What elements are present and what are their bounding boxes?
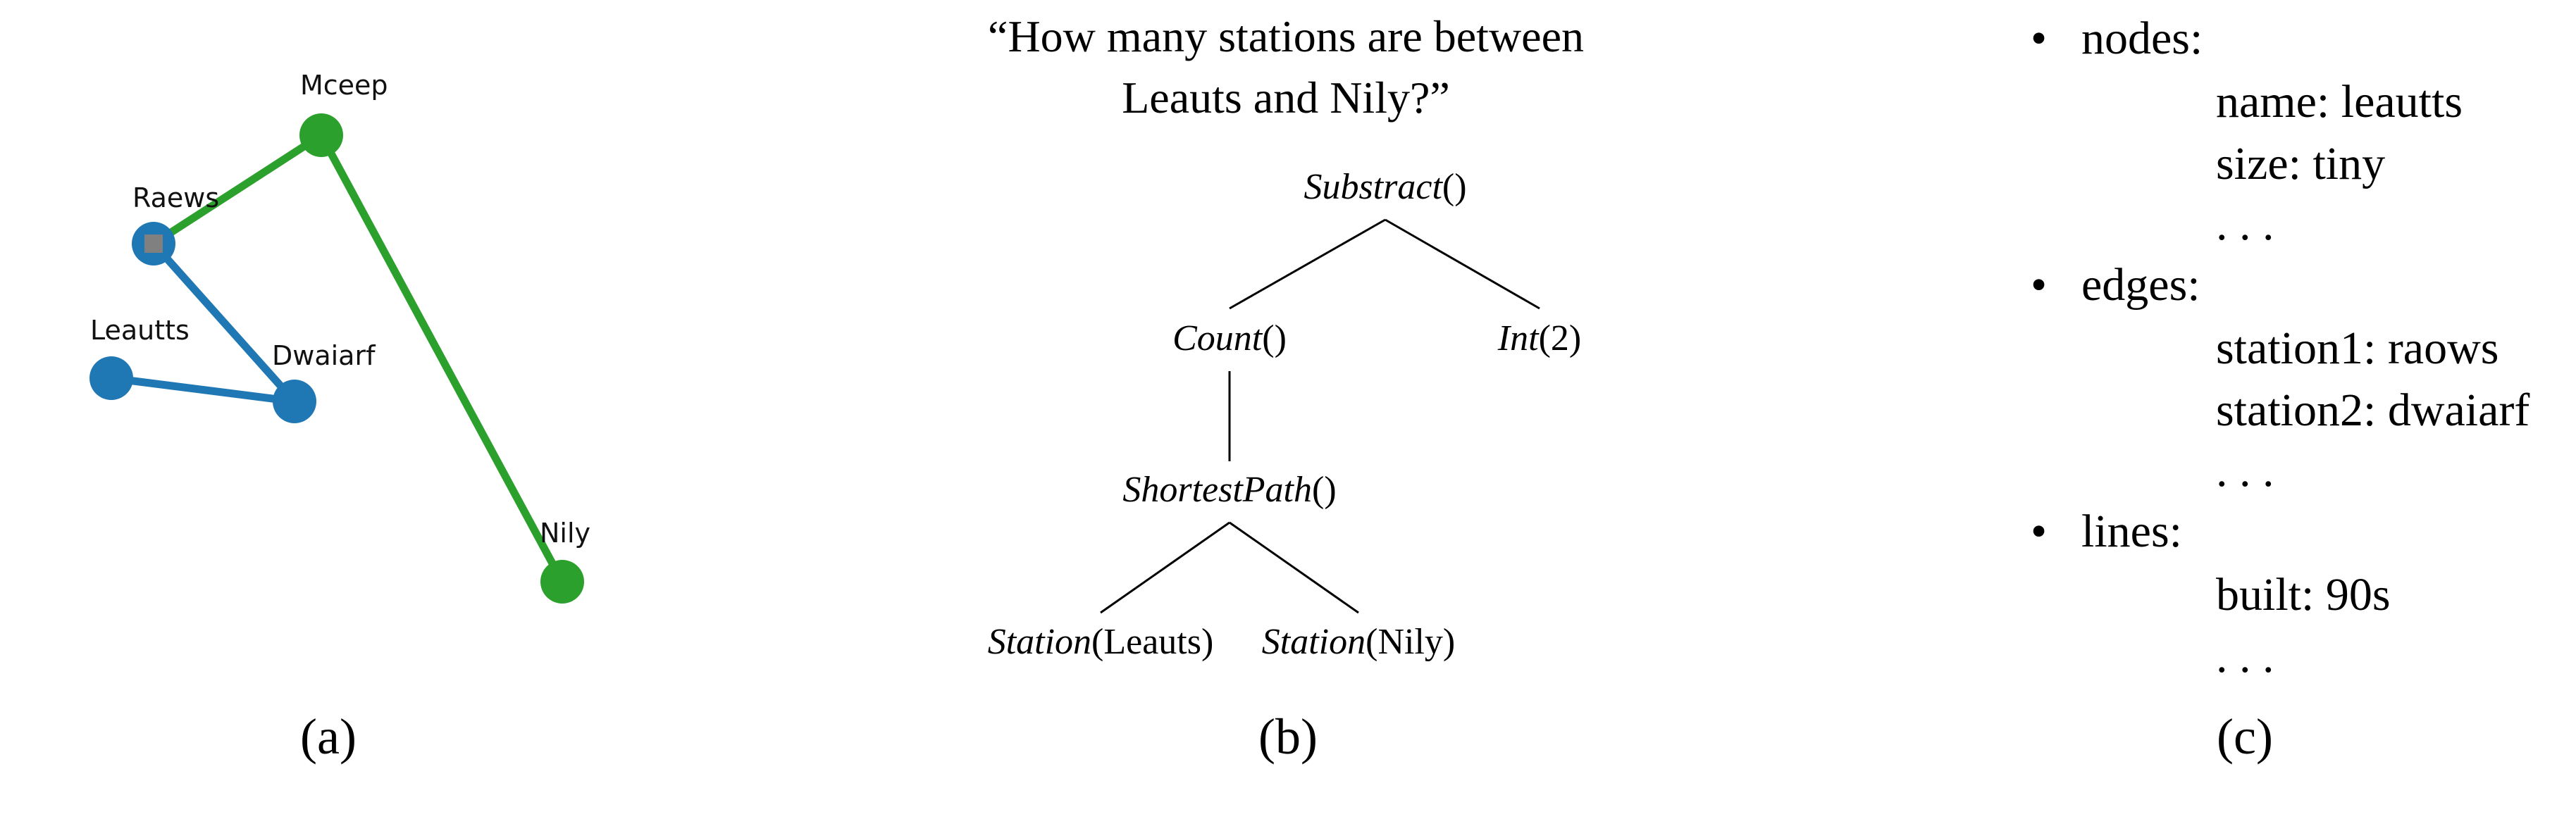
tree-node-station-leauts: Station(Leauts): [988, 622, 1214, 662]
station-node-dwaiarf: [273, 380, 316, 423]
field-node-size: size: tiny: [2216, 138, 2385, 189]
station-label-nily: Nily: [540, 518, 590, 549]
question-line-1: “How many stations are between: [988, 11, 1584, 61]
bullet-nodes: •: [2031, 13, 2047, 64]
tree-edge-root-count: [1229, 218, 1386, 310]
edge-raews-mceep: [149, 131, 326, 248]
tree-edge-root-int: [1385, 218, 1540, 310]
field-node-name: name: leautts: [2216, 76, 2463, 127]
panel-c-caption: (c): [2217, 708, 2273, 765]
section-label-lines: lines:: [2081, 506, 2182, 557]
field-edge-station2: station2: dwaiarf: [2216, 385, 2529, 436]
station-node-leautts: [89, 356, 133, 400]
station-label-dwaiarf: Dwaiarf: [272, 340, 376, 371]
panel-b-tree: “How many stations are between Leauts an…: [988, 11, 1584, 765]
ellipsis-lines: . . .: [2216, 631, 2274, 682]
tree-node-shortestpath: ShortestPath(): [1122, 470, 1336, 510]
tree-node-count: Count(): [1172, 318, 1287, 358]
ellipsis-edges: . . .: [2216, 445, 2274, 496]
edge-mceep-nily: [317, 131, 566, 586]
start-marker-icon: [144, 235, 163, 253]
graph-nodes: [89, 113, 584, 604]
panel-a-graph: Mceep Raews Leautts Dwaiarf Nily (a): [89, 70, 590, 765]
edge-leautts-dwaiarf: [107, 374, 299, 406]
graph-edges: [107, 131, 566, 586]
panel-b-caption: (b): [1258, 708, 1318, 765]
field-line-built: built: 90s: [2216, 569, 2391, 620]
tree-node-substract: Substract(): [1304, 167, 1466, 207]
bullet-edges: •: [2031, 259, 2047, 311]
graph-labels: Mceep Raews Leautts Dwaiarf Nily: [90, 70, 590, 549]
tree-node-int: Int(2): [1497, 318, 1581, 358]
station-label-leautts: Leautts: [90, 315, 190, 346]
station-node-mceep: [299, 113, 343, 157]
field-edge-station1: station1: raows: [2216, 323, 2498, 374]
tree-edge-shortest-station1: [1100, 521, 1230, 614]
station-label-mceep: Mceep: [300, 70, 388, 101]
panel-a-caption: (a): [300, 708, 357, 765]
station-node-nily: [540, 560, 584, 604]
question-line-2: Leauts and Nily?”: [1122, 73, 1450, 123]
bullet-lines: •: [2031, 506, 2047, 557]
edge-raews-dwaiarf: [149, 239, 299, 406]
tree-edges: [1100, 218, 1540, 614]
section-label-edges: edges:: [2081, 259, 2200, 311]
ellipsis-nodes: . . .: [2216, 199, 2274, 250]
tree-node-station-nily: Station(Nily): [1262, 622, 1455, 662]
panel-c-schema: • nodes: name: leautts size: tiny . . . …: [2031, 13, 2529, 765]
station-label-raews: Raews: [132, 182, 219, 213]
tree-edge-shortest-station2: [1229, 521, 1359, 614]
section-label-nodes: nodes:: [2081, 13, 2203, 64]
